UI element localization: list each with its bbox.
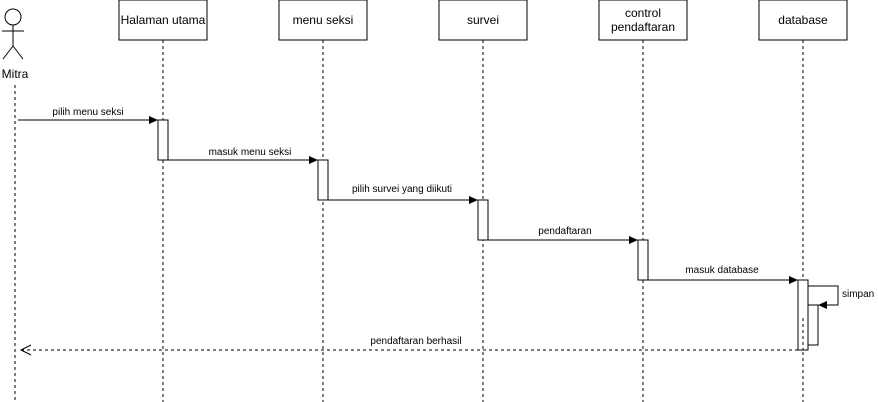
participant-label-menu-seksi: menu seksi [293,13,354,27]
participant-database: database [758,0,848,402]
message-pilih-survei: pilih survei yang diikuti [328,184,478,204]
message-masuk-menu-seksi: masuk menu seksi [168,147,318,164]
actor-left-leg [2,45,14,60]
participant-box-menu-seksi [278,0,368,41]
message-label-3: pilih survei yang diikuti [352,184,452,195]
participant-label-survei: survei [467,13,499,27]
message-arrowhead-6 [818,301,827,309]
participant-box-halaman-utama [118,0,208,41]
activation-halaman-utama [157,119,169,161]
message-label-4: pendaftaran [538,226,591,237]
participant-control-pendaftaran: control pendaftaran [598,0,688,402]
message-label-1: pilih menu seksi [52,107,123,118]
message-simpan: simpan [808,285,874,309]
actor-head [4,8,22,26]
message-arrowhead-7 [19,344,32,356]
actor-label: Mitra [2,67,29,81]
message-arrowhead-3 [469,196,478,204]
message-label-6: simpan [842,289,874,300]
message-pilih-menu-seksi: pilih menu seksi [18,107,158,124]
activation-survei [477,199,489,241]
message-masuk-database: masuk database [648,265,798,284]
message-arrowhead-2 [309,156,318,164]
participant-box-database [758,0,848,41]
message-label-7: pendaftaran berhasil [370,336,461,347]
actor-mitra: Mitra [2,8,29,402]
participant-box-control-pendaftaran [598,0,688,41]
message-arrowhead-1 [149,116,158,124]
message-arrow-6 [808,285,839,306]
participant-survei: survei [438,0,528,402]
message-arrowhead-5 [789,276,798,284]
participant-label-halaman-utama: Halaman utama [121,13,206,27]
activation-menu-seksi [317,159,329,201]
activation-database [797,279,809,351]
participant-box-survei [438,0,528,41]
activation-database-self [807,304,819,346]
participant-halaman-utama: Halaman utama [118,0,208,402]
message-arrowhead-4 [629,236,638,244]
message-label-5: masuk database [685,265,759,276]
participant-label-pendaftaran: pendaftaran [611,20,675,34]
participant-menu-seksi: menu seksi [278,0,368,402]
actor-right-leg [12,45,24,60]
participant-label-control: control [625,6,661,20]
activation-control-pendaftaran [637,239,649,281]
message-pendaftaran-berhasil: pendaftaran berhasil [19,336,798,356]
message-pendaftaran: pendaftaran [488,226,638,244]
message-label-2: masuk menu seksi [209,147,292,158]
participant-label-database: database [778,13,828,27]
